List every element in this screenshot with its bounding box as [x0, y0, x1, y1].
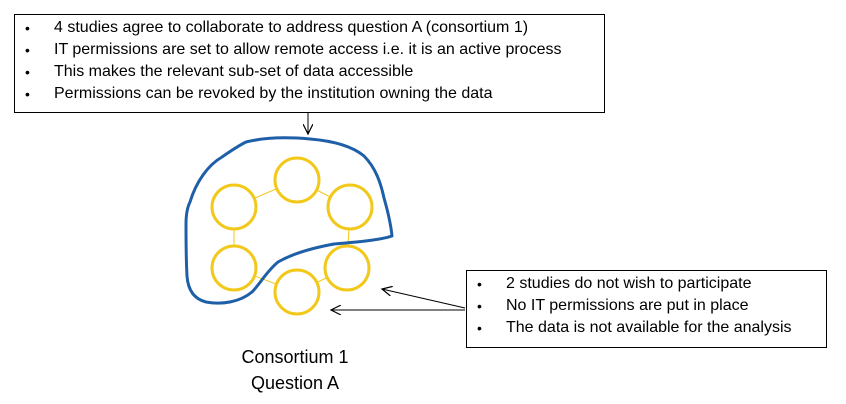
diagram-caption-question: Question A	[250, 373, 340, 393]
non-participant-description-box: • 2 studies do not wish to participate • N…	[466, 270, 827, 348]
list-item: • 4 studies agree to collaborate to addre…	[22, 17, 598, 39]
list-item: • No IT permissions are put in place	[474, 295, 820, 317]
list-item: • This makes the relevant sub-set of data…	[22, 61, 598, 83]
bullet-icon: •	[25, 20, 30, 36]
bullet-icon: •	[477, 320, 482, 336]
bullet-icon: •	[25, 86, 30, 102]
list-item-text: Permissions can be revoked by the instit…	[54, 85, 493, 102]
study-circle-icon	[326, 183, 374, 231]
non-participant-description-list: • 2 studies do not wish to participate • N…	[474, 273, 820, 339]
study-circle-icon	[210, 183, 258, 231]
study-circle-icon	[210, 244, 258, 292]
bullet-icon: •	[25, 64, 30, 80]
bullet-icon: •	[477, 298, 482, 314]
list-item: • IT permissions are set to allow remote …	[22, 39, 598, 61]
diagram-caption-consortium: Consortium 1	[241, 347, 349, 367]
study-circle-icon	[273, 156, 321, 204]
list-item-text: This makes the relevant sub-set of data …	[54, 63, 414, 80]
bullet-icon: •	[25, 42, 30, 58]
bullet-icon: •	[477, 276, 482, 292]
list-item-text: IT permissions are set to allow remote a…	[54, 41, 562, 58]
list-item-text: 4 studies agree to collaborate to addres…	[54, 19, 529, 36]
right-arrow-upper	[382, 289, 466, 309]
consortium-description-list: • 4 studies agree to collaborate to addre…	[22, 17, 598, 105]
study-circle-icon	[273, 268, 321, 316]
consortium-boundary	[184, 136, 394, 305]
study-circles	[210, 156, 374, 316]
list-item: • 2 studies do not wish to participate	[474, 273, 820, 295]
consortium-description-box: • 4 studies agree to collaborate to addre…	[14, 14, 605, 113]
study-circle-icon	[323, 244, 371, 292]
list-item: • Permissions can be revoked by the insti…	[22, 83, 598, 105]
list-item-text: No IT permissions are put in place	[506, 297, 749, 314]
list-item: • The data is not available for the analy…	[474, 317, 820, 339]
list-item-text: The data is not available for the analys…	[506, 319, 792, 336]
list-item-text: 2 studies do not wish to participate	[506, 275, 752, 292]
